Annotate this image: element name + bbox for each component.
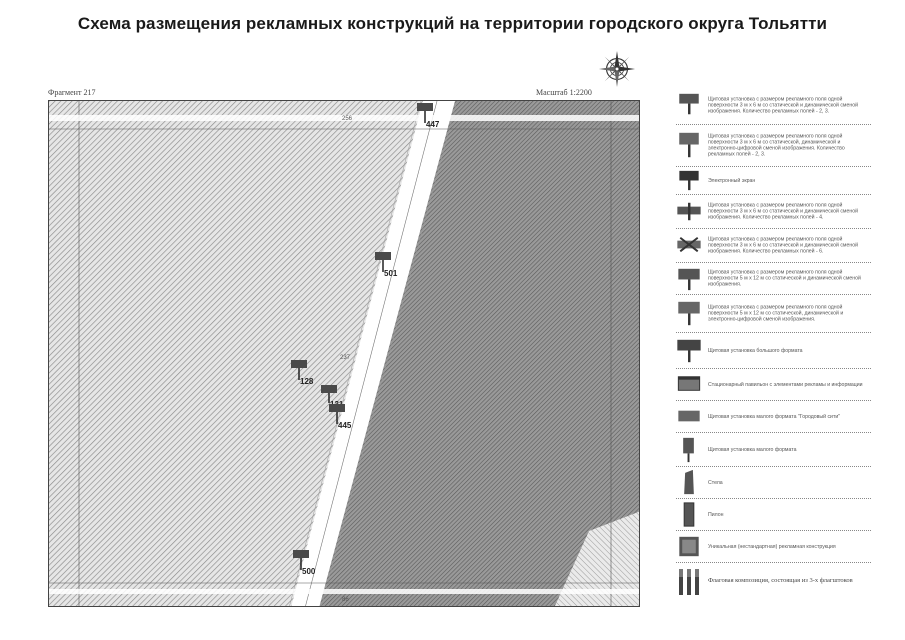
legend-item: Стела xyxy=(676,467,871,499)
legend-item: Уникальная (нестандартная) рекламная кон… xyxy=(676,531,871,563)
legend-text: Флаговая композиция, состоящая из 3-х фл… xyxy=(708,577,853,584)
legend-item: Щитовая установка малого формата "Городо… xyxy=(676,401,871,433)
legend-item: Щитовая установка с размером рекламного … xyxy=(676,195,871,229)
legend-text: Щитовая установка с размером рекламного … xyxy=(708,269,861,288)
map-zone-right xyxy=(319,101,639,606)
unique-construction-icon xyxy=(679,536,699,557)
legend-text: Электронный экран xyxy=(708,177,756,184)
legend-item: Щитовая установка малого формата xyxy=(676,433,871,467)
road-centerline xyxy=(305,101,438,606)
legend-text: Щитовая установка с размером рекламного … xyxy=(708,132,845,158)
legend-item: Щитовая установка с размером рекламного … xyxy=(676,229,871,263)
legend-item: Щитовая установка с размером рекламного … xyxy=(676,263,871,295)
map-zone-bottom-right xyxy=(554,511,639,606)
legend-item: Стационарный павильон с элементами рекла… xyxy=(676,369,871,401)
compass-rose-icon xyxy=(598,50,636,88)
legend-item: Электронный экран xyxy=(676,167,871,195)
billboard-5x12-static-dynamic-icon xyxy=(678,268,700,291)
pylon-icon xyxy=(683,502,695,527)
road-edge-left xyxy=(289,101,422,606)
scale-label: Масштаб 1:2200 xyxy=(536,88,592,97)
legend-item: Флаговая композиция, состоящая из 3-х фл… xyxy=(676,563,871,599)
map-band-bottom xyxy=(49,589,639,594)
small-format-city-format-icon xyxy=(678,410,700,422)
map-marker-500[interactable]: 500 xyxy=(293,550,316,576)
legend-text: Щитовая установка с размером рекламного … xyxy=(708,236,859,255)
legend-text: Уникальная (нестандартная) рекламная кон… xyxy=(708,543,836,550)
legend-text: Щитовая установка малого формата xyxy=(708,446,797,453)
legend: Щитовая установка с размером рекламного … xyxy=(676,87,871,599)
map-area: 256 237 86 447 501 128 131 445 xyxy=(48,100,640,607)
area-label: 86 xyxy=(342,597,349,603)
map-marker-447[interactable]: 447 xyxy=(417,103,440,129)
map-marker-445[interactable]: 445 xyxy=(329,404,352,430)
legend-text: Щитовая установка с размером рекламного … xyxy=(708,202,859,221)
legend-item: Щитовая установка с размером рекламного … xyxy=(676,295,871,333)
legend-item: Щитовая установка с размером рекламного … xyxy=(676,87,871,125)
stationary-pavilion-icon xyxy=(677,376,701,391)
road-edge-right xyxy=(321,101,458,606)
marker-label: 500 xyxy=(302,567,316,576)
map-marker-501[interactable]: 501 xyxy=(375,252,398,278)
electronic-screen-icon xyxy=(679,170,699,191)
marker-label: 128 xyxy=(300,377,314,386)
area-label: 237 xyxy=(340,355,351,361)
map-canvas: 256 237 86 447 501 128 131 445 xyxy=(49,101,639,606)
billboard-3x6-static-dynamic-icon xyxy=(679,93,699,115)
stela-icon xyxy=(684,469,694,495)
map-road xyxy=(291,101,455,606)
marker-label: 445 xyxy=(338,421,352,430)
legend-text: Щитовая установка малого формата "Городо… xyxy=(708,413,841,420)
fragment-label: Фрагмент 217 xyxy=(48,88,96,97)
map-zone-left xyxy=(49,101,423,606)
flag-composition-icon xyxy=(679,569,699,595)
legend-text: Щитовая установка с размером рекламного … xyxy=(708,96,859,115)
legend-item: Пилон xyxy=(676,499,871,531)
map-marker-128[interactable]: 128 xyxy=(291,360,314,386)
map-band-top xyxy=(49,115,639,121)
area-label: 256 xyxy=(342,116,353,122)
legend-text: Щитовая установка большого формата xyxy=(708,347,803,354)
page-title: Схема размещения рекламных конструкций н… xyxy=(77,14,828,33)
large-format-billboard-icon xyxy=(677,339,701,363)
legend-text: Стела xyxy=(708,479,723,486)
legend-text: Стационарный павильон с элементами рекла… xyxy=(708,381,863,388)
legend-text: Щитовая установка с размером рекламного … xyxy=(708,304,844,323)
billboard-4-fields-icon xyxy=(677,202,701,221)
small-format-billboard-icon xyxy=(683,437,694,463)
billboard-6-fields-icon xyxy=(677,236,701,253)
marker-label: 447 xyxy=(426,120,440,129)
legend-item: Щитовая установка с размером рекламного … xyxy=(676,125,871,167)
billboard-3x6-electronic-icon xyxy=(679,132,699,158)
legend-item: Щитовая установка большого формата xyxy=(676,333,871,369)
legend-text: Пилон xyxy=(708,511,724,518)
billboard-5x12-electronic-icon xyxy=(678,301,700,326)
marker-label: 501 xyxy=(384,269,398,278)
